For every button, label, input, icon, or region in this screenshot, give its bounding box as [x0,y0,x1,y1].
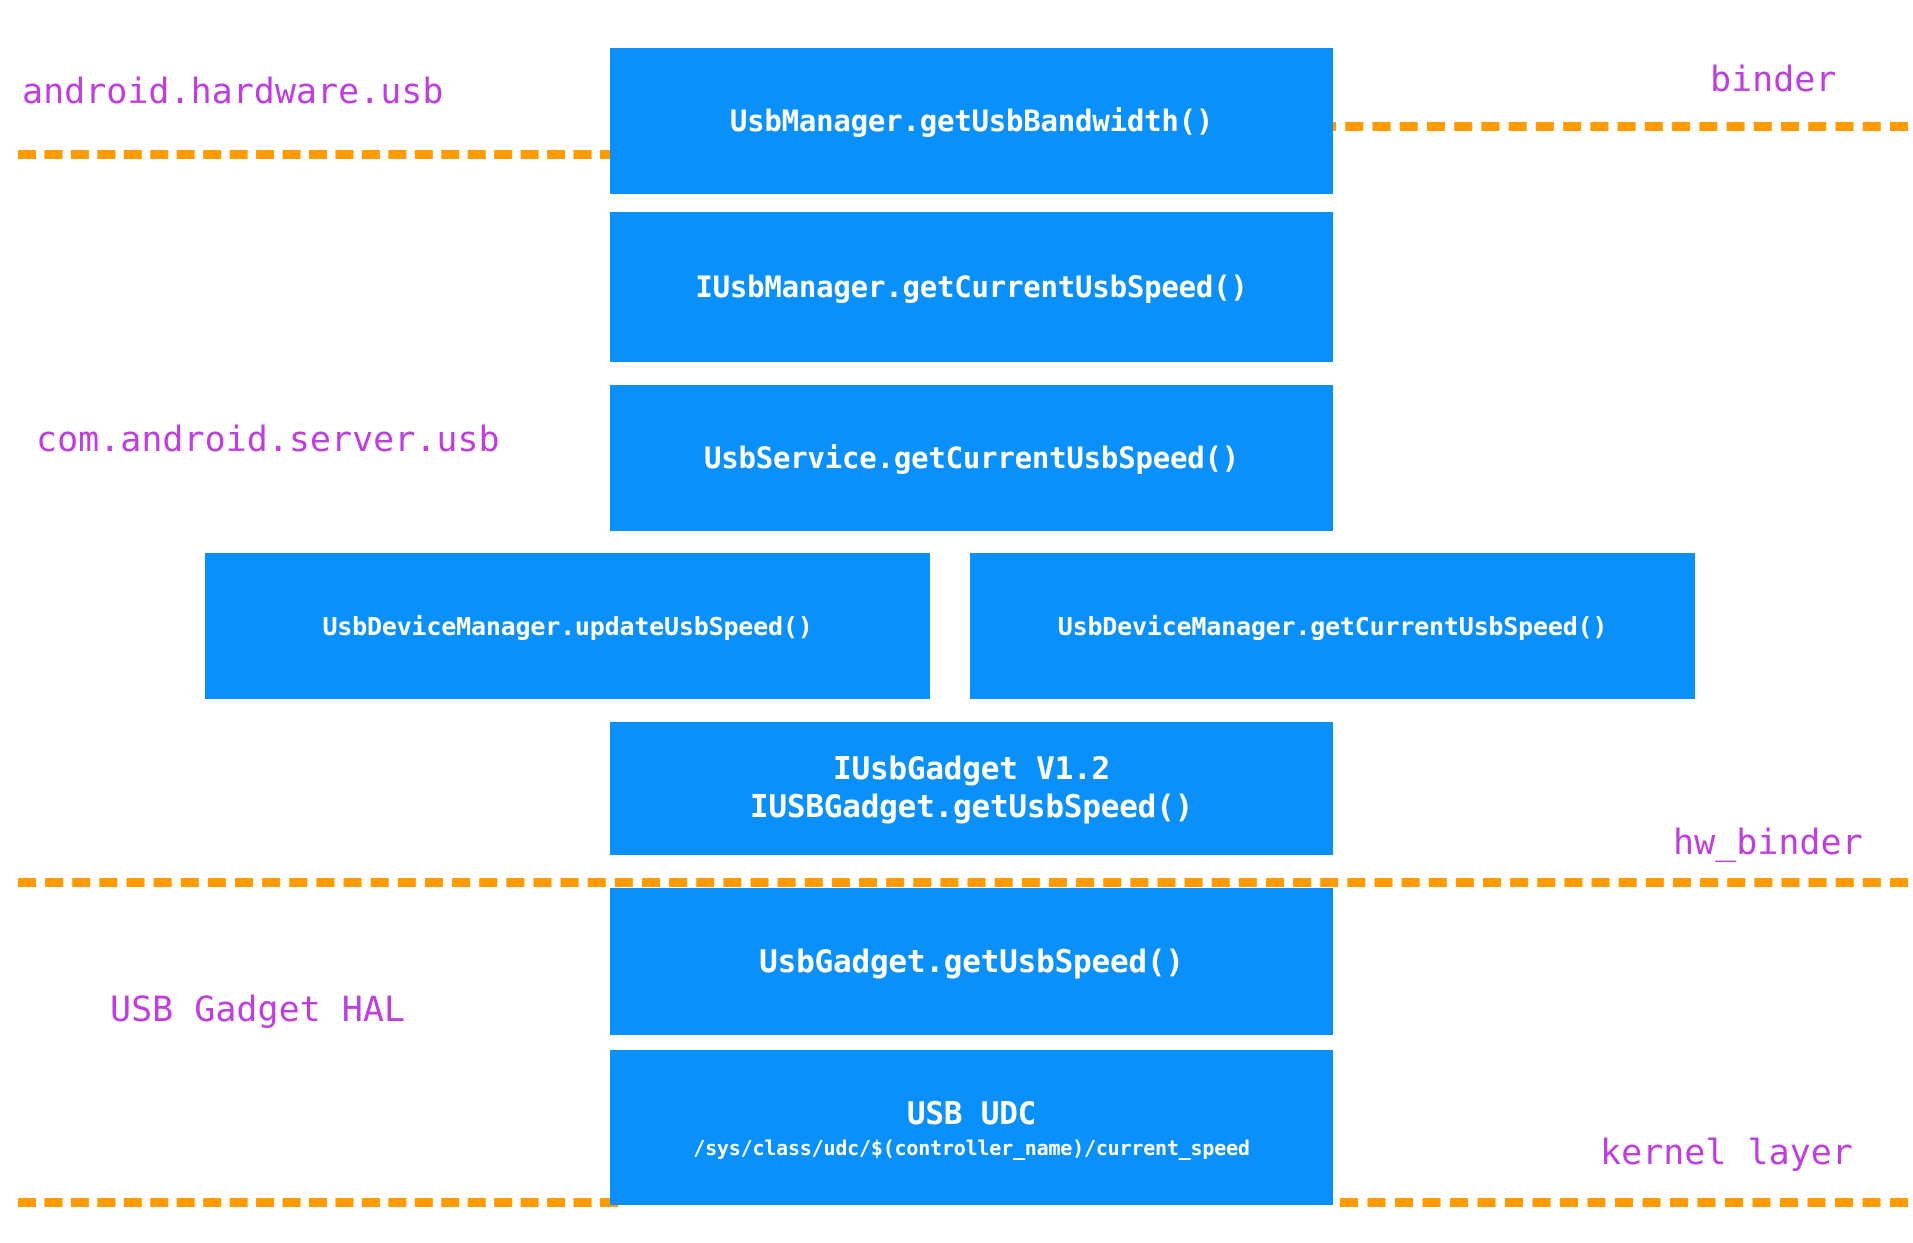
layer-label-hw-binder: hw_binder [1673,823,1863,863]
node-label-line1: UsbDeviceManager.getCurrentUsbSpeed() [1057,611,1608,641]
kernel-layer-separator-line-right [1340,1198,1908,1207]
binder-separator-line-right [1318,122,1908,131]
node-label-line2: IUSBGadget.getUsbSpeed() [749,788,1194,825]
node-iusbmanager-get-current-usb-speed: IUsbManager.getCurrentUsbSpeed() [610,212,1333,362]
node-usbmanager-get-usb-bandwidth: UsbManager.getUsbBandwidth() [610,48,1333,194]
layer-label-usb-gadget-hal: USB Gadget HAL [110,990,406,1030]
layer-label-com-android-server-usb: com.android.server.usb [36,420,500,460]
node-label-line1: UsbService.getCurrentUsbSpeed() [703,441,1240,475]
node-label-line1: USB UDC [906,1095,1037,1132]
node-label-line2-sysfs-path: /sys/class/udc/$(controller_name)/curren… [693,1135,1250,1160]
layer-label-binder: binder [1710,60,1837,100]
node-label-line1: UsbDeviceManager.updateUsbSpeed() [322,611,813,641]
node-iusbgadget-v1-2: IUsbGadget V1.2 IUSBGadget.getUsbSpeed() [610,722,1333,855]
node-usbdevicemanager-get-current-usb-speed: UsbDeviceManager.getCurrentUsbSpeed() [970,553,1695,699]
layer-label-kernel-layer: kernel layer [1600,1133,1853,1173]
node-usbdevicemanager-update-usb-speed: UsbDeviceManager.updateUsbSpeed() [205,553,930,699]
kernel-layer-separator-line-left [18,1198,618,1207]
node-label-line1: UsbManager.getUsbBandwidth() [729,104,1214,138]
node-usbservice-get-current-usb-speed: UsbService.getCurrentUsbSpeed() [610,385,1333,531]
node-usbgadget-get-usb-speed: UsbGadget.getUsbSpeed() [610,888,1333,1035]
node-label-line1: IUsbManager.getCurrentUsbSpeed() [695,270,1248,304]
node-usb-udc: USB UDC /sys/class/udc/$(controller_name… [610,1050,1333,1205]
node-label-line1: UsbGadget.getUsbSpeed() [759,943,1184,980]
layer-label-android-hardware-usb: android.hardware.usb [22,72,444,112]
binder-separator-line-left [18,150,618,159]
hw-binder-separator-line [18,878,1908,887]
node-label-line1: IUsbGadget V1.2 [833,750,1110,787]
